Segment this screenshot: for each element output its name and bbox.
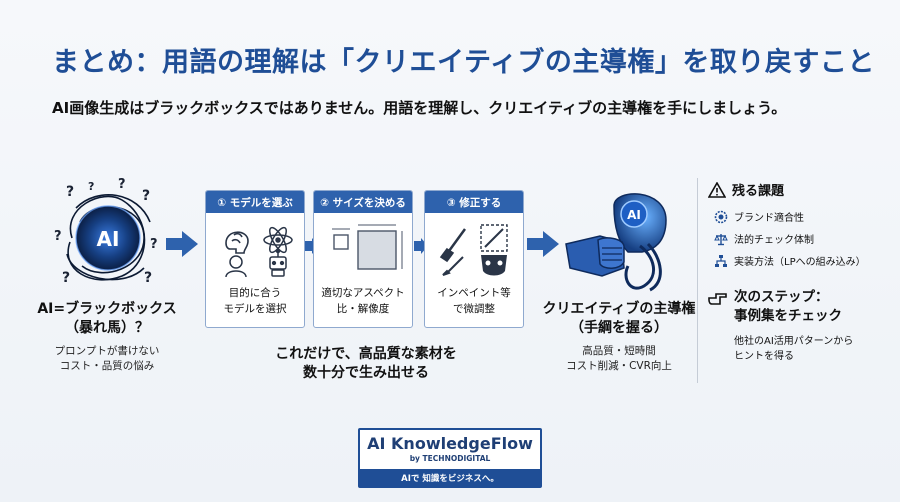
aspect-ratio-icon: [332, 224, 403, 270]
result-icon-text: AI: [627, 208, 641, 222]
remaining-heading: 残る課題: [732, 184, 785, 199]
ai-blackbox-illustration: AI ? ? ? ? ? ? ? ?: [52, 177, 162, 298]
step-text-1: 適切なアスペクト: [321, 287, 405, 299]
svg-text:?: ?: [144, 270, 152, 286]
result-label-main: クリエイティブの主導権: [542, 301, 696, 317]
person-icon: [225, 255, 247, 278]
mask-icon: [481, 255, 507, 276]
svg-text:?: ?: [150, 237, 158, 252]
warning-icon: [708, 181, 726, 198]
brain-head-icon: [225, 231, 249, 254]
result-label-sub: （手綱を握る）: [570, 320, 668, 336]
svg-text:?: ?: [118, 178, 126, 192]
brand-logo: AI KnowledgeFlow by TECHNODIGITAL AIで 知識…: [358, 428, 542, 488]
page-title: まとめ：用語の理解は「クリエイティブの主導権」を取り戻すこと: [52, 47, 875, 78]
pointing-hand-icon: [708, 293, 727, 305]
logo-tagline: AIで 知識をビジネスへ。: [360, 469, 540, 486]
next-desc-2: ヒントを得る: [734, 351, 794, 362]
step-text-2: で微調整: [453, 303, 495, 315]
pen-icon: [442, 256, 464, 276]
brush-icon: [439, 228, 467, 263]
remaining-item: ブランド適合性: [734, 213, 804, 224]
step-text-1: インペイント等: [437, 287, 511, 299]
left-desc-1: プロンプトが書けない: [54, 345, 160, 357]
robot-icon: [269, 248, 287, 277]
gear-badge-icon: [714, 210, 728, 223]
model-icons: [225, 226, 293, 278]
svg-text:?: ?: [142, 188, 150, 204]
logo-by: by TECHNODIGITAL: [409, 454, 491, 463]
arrow-right-icon: [527, 231, 559, 257]
remaining-item: 実装方法（LPへの組み込み）: [734, 257, 866, 268]
steps-caption: これだけで、高品質な素材を 数十分で生み出せる: [246, 345, 486, 383]
sitemap-icon: [715, 254, 727, 267]
remaining-item: 法的チェック体制: [734, 235, 814, 246]
selection-brush-icon: [480, 224, 508, 252]
next-heading-1: 次のステップ：: [734, 289, 829, 305]
result-desc-1: 高品質・短時間: [582, 345, 656, 357]
left-label-sub: （暴れ馬）？: [65, 320, 149, 336]
left-desc-2: コスト・品質の悩み: [59, 360, 155, 372]
atom-icon: [263, 226, 293, 254]
step-header: ③ 修正する: [425, 191, 523, 213]
step-text-2: 比・解像度: [336, 303, 390, 315]
steps-caption-2: 数十分で生み出せる: [303, 365, 429, 381]
left-label-main: AI=ブラックボックス: [37, 301, 177, 317]
next-desc-1: 他社のAI活用パターンから: [734, 336, 854, 347]
take-control-illustration: AI: [562, 186, 674, 294]
step-fix: ③ 修正する インペイント等 で微調整: [424, 190, 524, 328]
step-text-1: 目的に合う: [228, 287, 282, 299]
logo-name: AI KnowledgeFlow: [367, 434, 533, 453]
ai-icon-text: AI: [97, 227, 120, 251]
step-decide-size: ② サイズを決める 適切なアスペクト 比・解像度: [313, 190, 413, 328]
svg-text:?: ?: [54, 229, 62, 244]
next-heading-2: 事例集をチェック: [734, 308, 842, 324]
left-label: AI=ブラックボックス （暴れ馬）？ プロンプトが書けない コスト・品質の悩み: [20, 300, 194, 374]
step-text-2: モデルを選択: [223, 303, 287, 315]
inpaint-tools-icon: [439, 224, 508, 276]
result-desc-2: コスト削減・CVR向上: [566, 360, 672, 372]
svg-text:?: ?: [62, 270, 70, 286]
scales-icon: [714, 233, 728, 245]
step-header: ① モデルを選ぶ: [206, 191, 304, 213]
page-subtitle: AI画像生成はブラックボックスではありません。用語を理解し、クリエイティブの主導…: [52, 99, 787, 117]
svg-text:?: ?: [66, 184, 74, 200]
steps-caption-1: これだけで、高品質な素材を: [275, 346, 457, 362]
step-header: ② サイズを決める: [314, 191, 412, 213]
svg-text:?: ?: [88, 180, 94, 193]
result-label: クリエイティブの主導権 （手綱を握る） 高品質・短時間 コスト削減・CVR向上: [530, 300, 708, 374]
ai-chaos-icon: AI ? ? ? ? ? ? ? ?: [54, 177, 158, 286]
arrow-right-icon: [166, 231, 198, 257]
right-panel: 残る課題 ブランド適合性 法的チェック体制 実装方法（LPへの組み込み）: [708, 180, 888, 364]
robot-reins-icon: AI: [565, 193, 667, 292]
step-select-model: ① モデルを選ぶ: [205, 190, 305, 328]
vertical-divider: [697, 178, 698, 383]
